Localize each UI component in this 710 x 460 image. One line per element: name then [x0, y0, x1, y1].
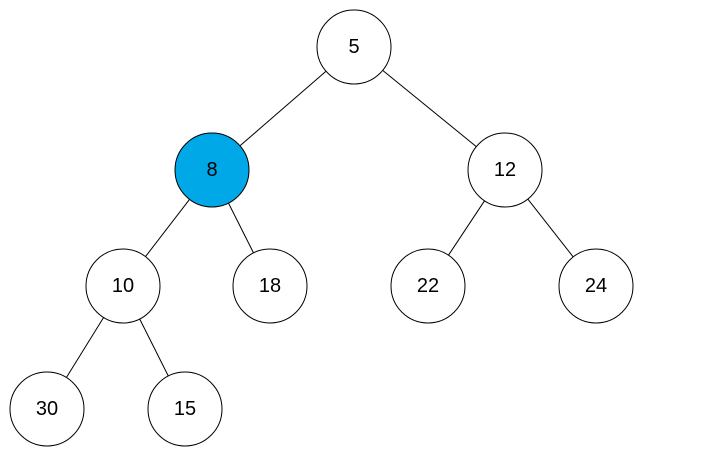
tree-edge: [448, 200, 485, 256]
tree-node: 22: [390, 248, 466, 324]
node-circle: [390, 248, 466, 324]
node-label: 12: [494, 159, 516, 181]
tree-node: 5: [316, 9, 392, 85]
tree-node: 30: [9, 371, 85, 447]
node-circle: [467, 132, 543, 208]
tree-edge: [239, 70, 327, 147]
node-circle: [232, 248, 308, 324]
tree-edge: [228, 202, 254, 254]
node-circle: [85, 248, 161, 324]
node-label: 5: [348, 36, 359, 58]
node-circle: [9, 371, 85, 447]
tree-node: 12: [467, 132, 543, 208]
highlighted-node-circle: [174, 132, 250, 208]
tree-edge: [65, 317, 105, 378]
node-label: 18: [259, 275, 281, 297]
tree-edge: [139, 318, 169, 377]
node-circle: [147, 371, 223, 447]
tree-node: 8: [174, 132, 250, 208]
node-label: 22: [417, 275, 439, 297]
node-label: 8: [206, 159, 217, 181]
node-circle: [316, 9, 392, 85]
tree-node: 24: [558, 248, 634, 324]
tree-node: 15: [147, 371, 223, 447]
node-label: 30: [36, 398, 58, 420]
nodes: 5 8 12 10 18 22 24 30 15: [9, 9, 634, 447]
tree-node: 18: [232, 248, 308, 324]
tree-edge: [145, 199, 190, 257]
tree-edge: [382, 70, 477, 147]
tree-edge: [527, 198, 574, 258]
tree-node: 10: [85, 248, 161, 324]
node-label: 15: [174, 398, 196, 420]
node-label: 24: [585, 275, 607, 297]
node-label: 10: [112, 275, 134, 297]
edges: [65, 70, 574, 378]
node-circle: [558, 248, 634, 324]
